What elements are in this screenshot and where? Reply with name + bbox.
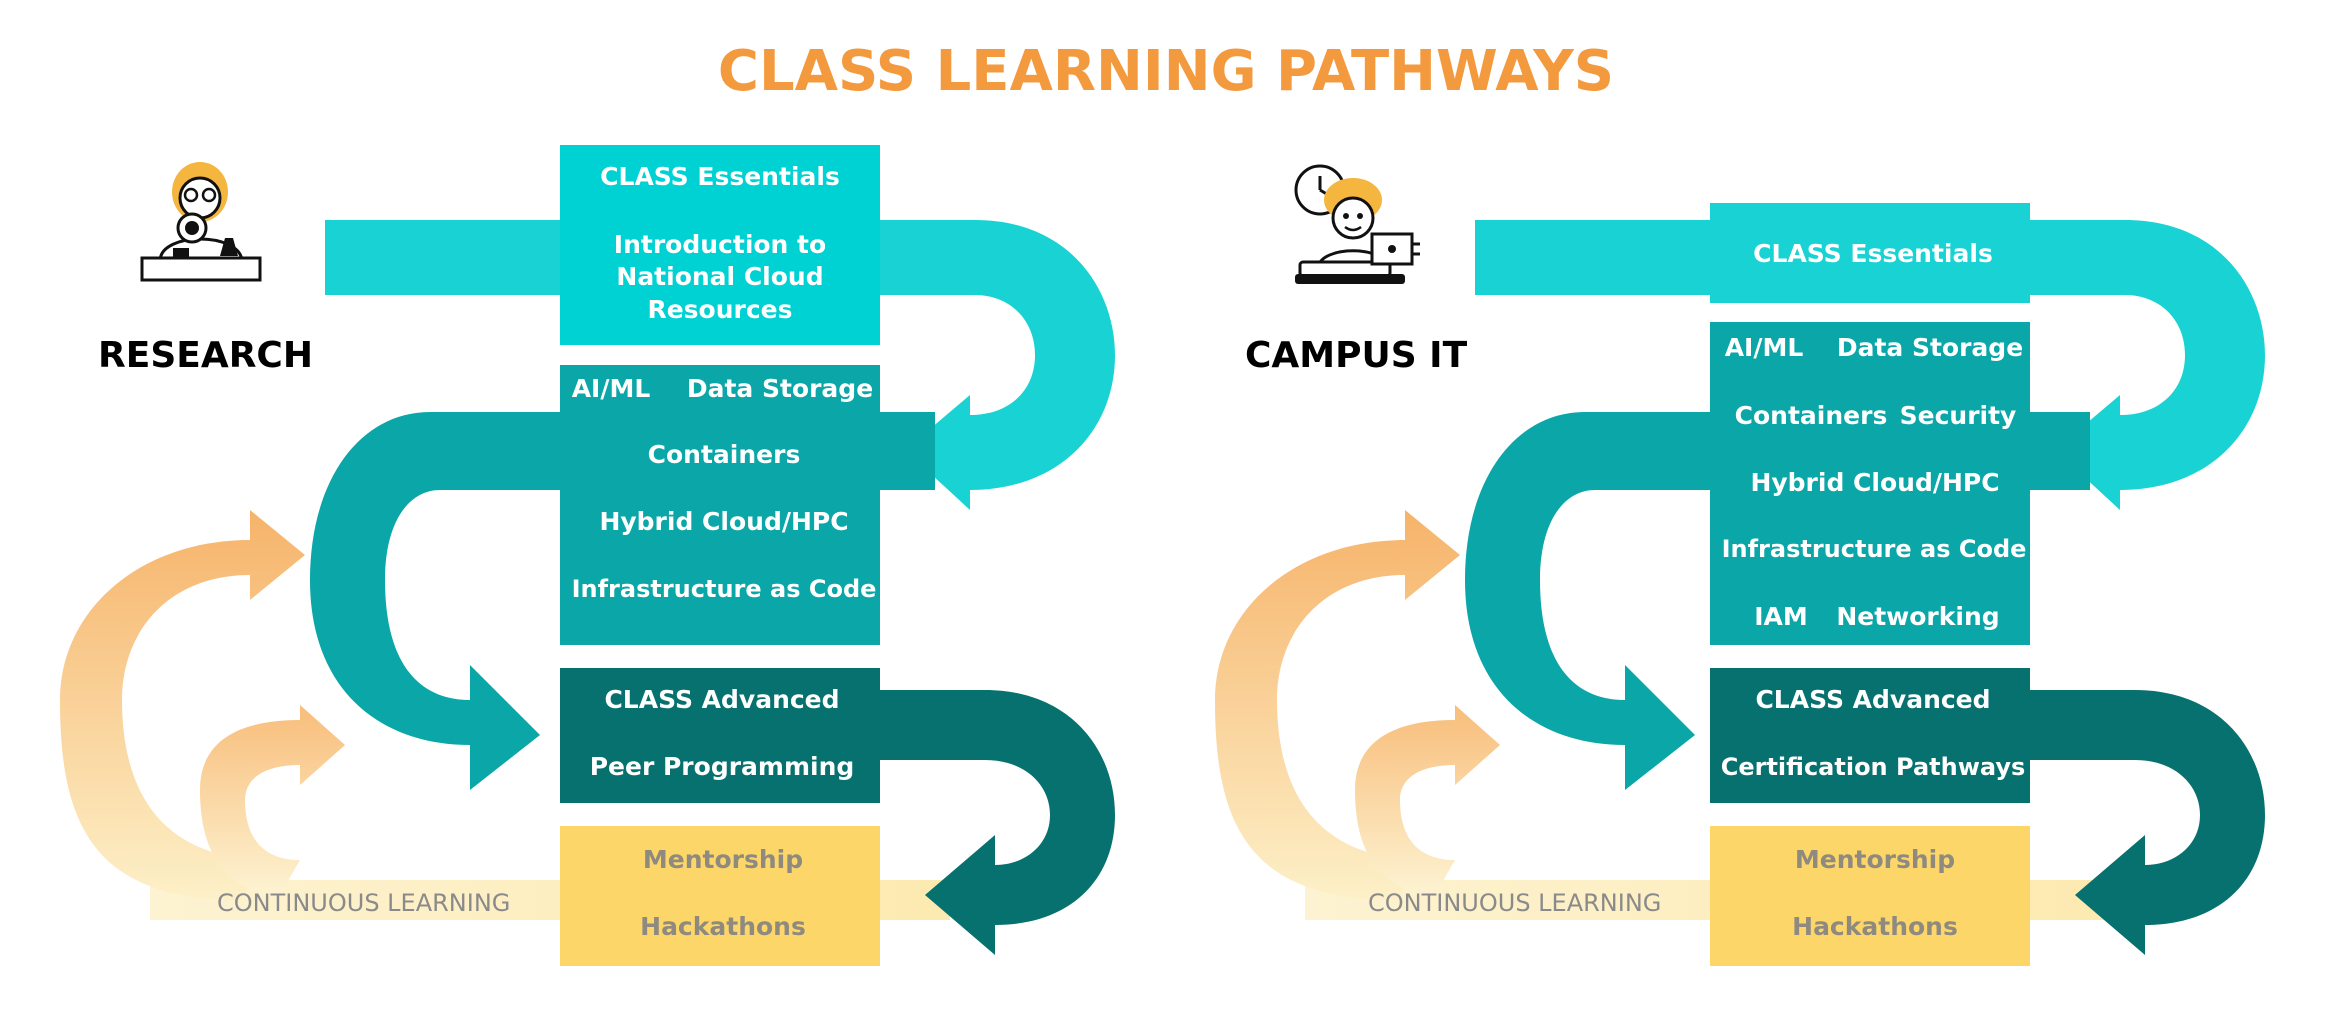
campus-it-pathway: CLASS Essentials AI/ML Data Storage Cont… — [1215, 164, 2265, 966]
core-topics-box — [560, 365, 880, 645]
essentials-to-core-arrow — [880, 220, 1115, 510]
core-topic: Networking — [1836, 602, 1999, 631]
advanced-topic: Certification Pathways — [1721, 753, 2026, 781]
audience-label: CAMPUS IT — [1245, 335, 1468, 376]
core-topic: Data Storage — [687, 374, 873, 403]
continuous-box — [1710, 826, 2030, 966]
core-topic: AI/ML — [572, 374, 651, 403]
essentials-label: CLASS Essentials — [1753, 239, 1993, 268]
continuous-box — [560, 826, 880, 966]
core-topic: Infrastructure as Code — [572, 575, 877, 603]
core-topics-box — [1710, 322, 2030, 645]
advanced-to-continuous-arrow — [2030, 690, 2265, 955]
core-topic: Data Storage — [1837, 333, 2023, 362]
inner-orange-loop-arrow — [1355, 705, 1500, 895]
advanced-to-continuous-arrow — [880, 690, 1115, 955]
research-pathway: CLASS Essentials Introduction to Nationa… — [60, 145, 1115, 966]
researcher-with-microscope-icon — [140, 162, 262, 282]
core-topic: Hybrid Cloud/HPC — [599, 507, 848, 536]
essentials-line: Introduction to — [614, 230, 826, 259]
continuous-topic: Mentorship — [1795, 845, 1955, 874]
continuous-learning-label: CONTINUOUS LEARNING — [1368, 889, 1661, 917]
core-topic: IAM — [1754, 602, 1808, 631]
essentials-entry-bar — [1475, 220, 1750, 295]
essentials-entry-bar — [325, 220, 595, 295]
continuous-topic: Hackathons — [640, 912, 806, 941]
audience-label: RESEARCH — [98, 335, 313, 376]
core-topic: Hybrid Cloud/HPC — [1750, 468, 1999, 497]
advanced-label: CLASS Advanced — [1755, 685, 1990, 714]
core-topic: AI/ML — [1725, 333, 1804, 362]
advanced-box — [560, 668, 880, 803]
essentials-box — [1710, 203, 2030, 303]
essentials-label: CLASS Essentials — [600, 162, 840, 191]
core-topic: Infrastructure as Code — [1722, 535, 2027, 563]
page-title: CLASS LEARNING PATHWAYS — [718, 39, 1614, 104]
advanced-label: CLASS Advanced — [604, 685, 839, 714]
core-topic: Security — [1900, 401, 2017, 430]
essentials-line: Resources — [647, 295, 792, 324]
continuous-topic: Hackathons — [1792, 912, 1958, 941]
advanced-box — [1710, 668, 2030, 803]
essentials-box — [560, 145, 880, 345]
inner-orange-loop-arrow — [200, 705, 345, 895]
it-worker-with-laptop-icon — [1294, 164, 1420, 284]
core-topic: Containers — [1735, 401, 1888, 430]
outer-orange-loop-arrow — [60, 510, 305, 900]
continuous-learning-label: CONTINUOUS LEARNING — [217, 889, 510, 917]
outer-orange-loop-arrow — [1215, 510, 1460, 900]
essentials-line: National Cloud — [616, 262, 823, 291]
advanced-topic: Peer Programming — [590, 752, 855, 781]
core-topic: Containers — [648, 440, 801, 469]
continuous-topic: Mentorship — [643, 845, 803, 874]
